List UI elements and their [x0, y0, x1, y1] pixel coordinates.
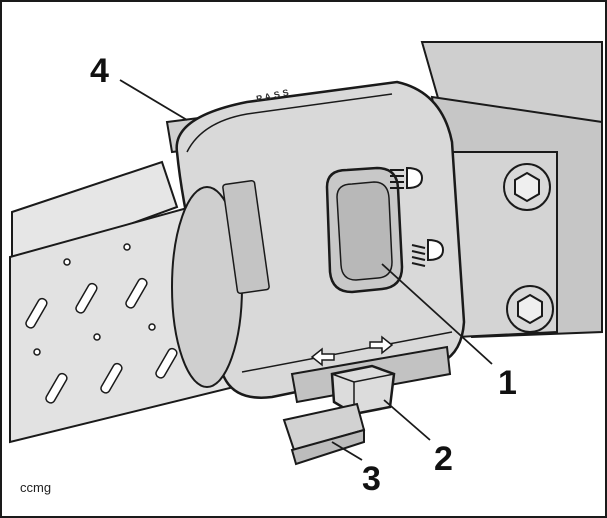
callout-2: 2	[434, 440, 453, 478]
turn-signal-switch	[290, 345, 452, 416]
clamp-bolt-upper	[503, 163, 551, 211]
switch-housing: PASS	[171, 80, 466, 399]
high-beam-icon	[390, 166, 424, 190]
turn-left-arrow-icon	[310, 347, 335, 367]
clamp-bolt-lower	[506, 285, 554, 333]
horn-button	[282, 402, 366, 466]
leader-line-4	[119, 79, 188, 121]
callout-1: 1	[498, 364, 517, 402]
credit-label: ccmg	[20, 480, 51, 495]
callout-3: 3	[362, 460, 381, 498]
callout-4: 4	[90, 52, 109, 90]
low-beam-icon	[411, 238, 445, 267]
leader-line-3	[331, 441, 363, 461]
leader-line-2	[383, 399, 431, 441]
dimmer-switch	[325, 166, 404, 294]
leader-line-1	[381, 263, 493, 365]
turn-right-arrow-icon	[369, 335, 394, 355]
handlebar-tube	[11, 160, 179, 269]
